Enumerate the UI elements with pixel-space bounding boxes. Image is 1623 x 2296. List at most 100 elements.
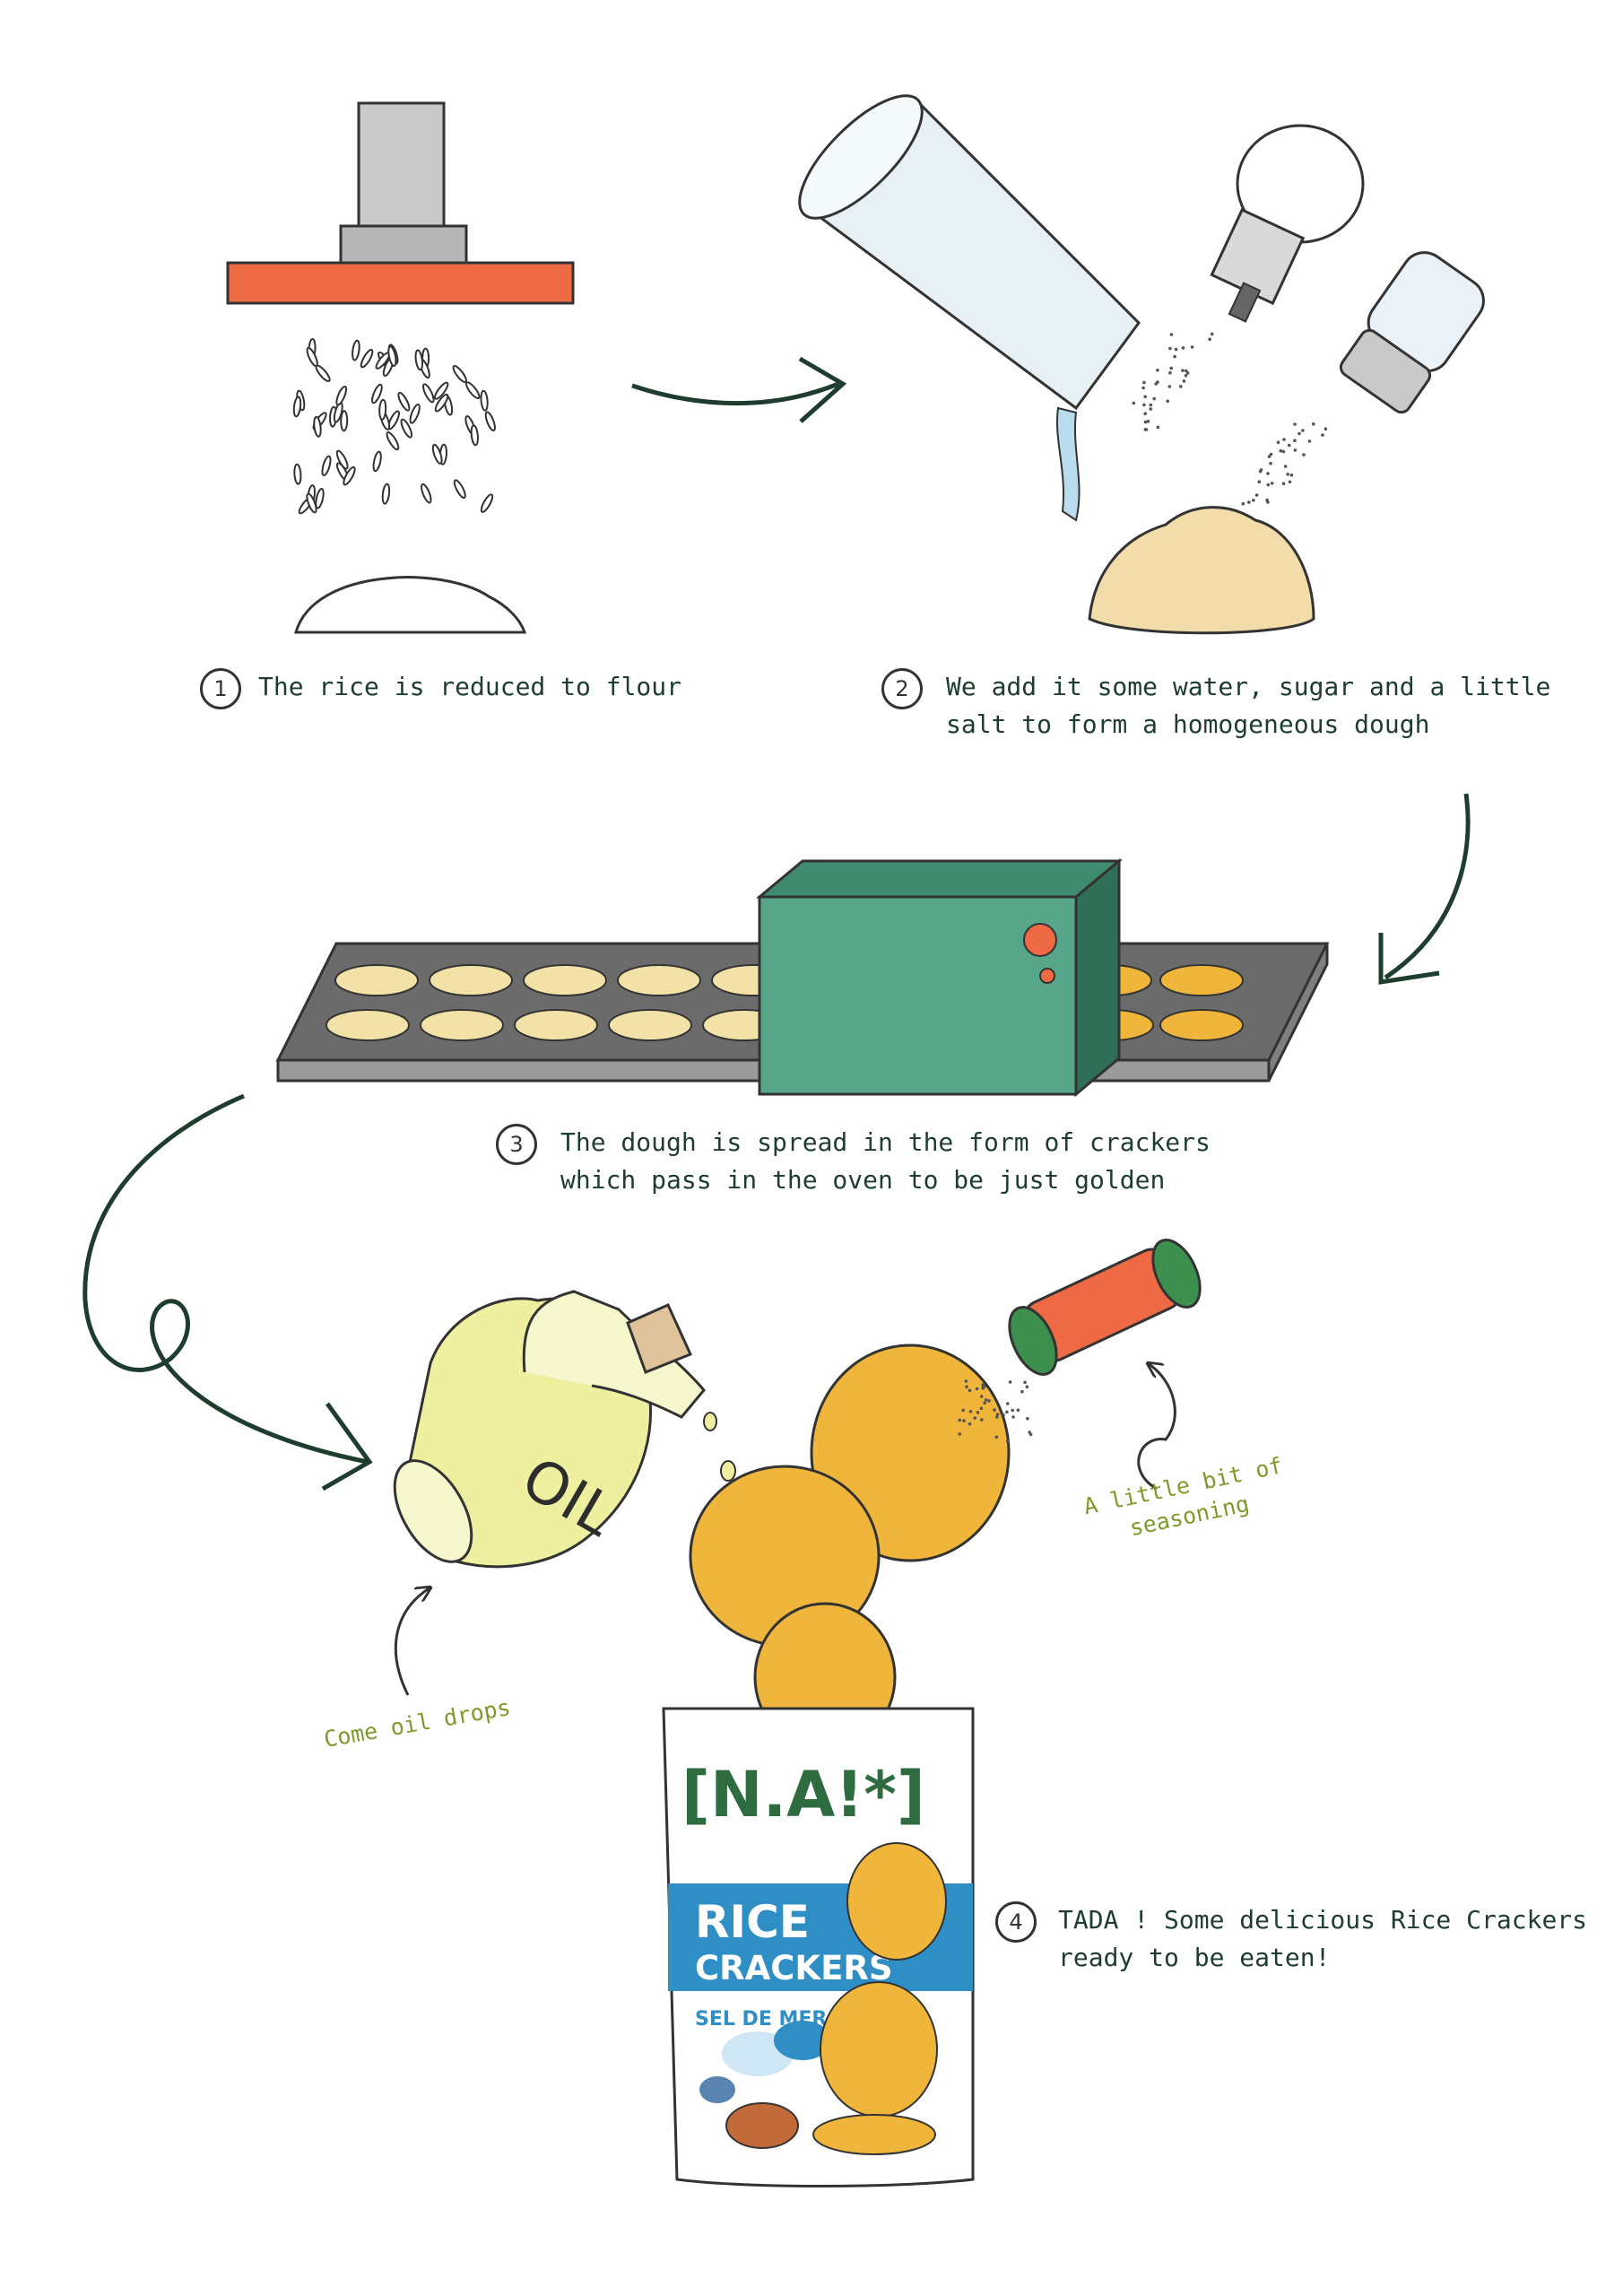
dust-dot (993, 1408, 996, 1412)
cracker-on-belt (1159, 1009, 1244, 1041)
dust-dot (1270, 482, 1274, 485)
cracker-on-belt (334, 964, 419, 996)
dust-dot (1293, 448, 1298, 452)
dust-dot (1266, 472, 1270, 475)
caption-line: ready to be eaten! (1058, 1943, 1331, 1972)
shaker-dust-icon (1132, 332, 1328, 506)
arrow-step1-to-step2 (631, 381, 839, 406)
rice-grain (386, 431, 400, 451)
rice-grain (352, 339, 360, 361)
dust-dot (1143, 395, 1147, 399)
rice-grain (306, 346, 318, 368)
rice-grain (431, 443, 443, 465)
dust-dot (1185, 371, 1190, 375)
rice-cracker-icon (689, 1344, 1011, 1752)
step-number: 2 (881, 668, 923, 709)
rice-grain (397, 391, 411, 412)
dust-dot (1307, 439, 1312, 443)
cracker-on-belt (514, 1009, 598, 1041)
dust-dot (1321, 433, 1324, 437)
dust-dot (995, 1413, 1000, 1416)
dust-dot (976, 1411, 980, 1414)
dust-dot (1265, 498, 1269, 502)
dust-dot (1146, 420, 1150, 423)
rice-grain (372, 450, 382, 473)
dust-dot (1168, 370, 1172, 375)
dust-dot (958, 1418, 962, 1422)
dust-dot (1166, 399, 1169, 404)
rice-grain (381, 483, 391, 505)
rice-grain (480, 389, 489, 412)
dust-dot (1142, 380, 1146, 385)
dust-dot (968, 1422, 972, 1426)
water-glass-icon (798, 94, 1141, 522)
rice-grain (480, 493, 494, 513)
dust-dot (964, 1379, 968, 1383)
caption-line: TADA ! Some delicious Rice Crackers (1058, 1905, 1588, 1935)
dust-dot (1028, 1432, 1033, 1437)
step-caption: The rice is reduced to flour (258, 668, 681, 706)
dust-dot (1144, 428, 1149, 431)
rice-grain (452, 364, 467, 384)
oven-icon (755, 857, 1124, 1098)
dust-dot (1276, 440, 1280, 445)
dust-dot (1252, 499, 1255, 502)
dust-dot (1142, 403, 1146, 407)
dust-dot (1298, 431, 1301, 436)
dust-dot (1269, 452, 1273, 457)
rice-grain (484, 411, 496, 432)
dust-dot (1143, 412, 1147, 416)
dust-dot (1132, 401, 1136, 405)
rice-grain (313, 415, 322, 438)
dust-dot (984, 1398, 988, 1402)
rice-grain (343, 465, 356, 486)
rice-grain (434, 393, 449, 413)
dust-dot (1289, 473, 1294, 477)
dust-dot (1301, 429, 1305, 432)
dust-dot (1168, 346, 1172, 351)
arrow-step2-to-step3 (1384, 793, 1471, 980)
dust-dot (1179, 385, 1183, 388)
caption-line: The rice is reduced to flour (258, 672, 682, 701)
cracker-row (325, 964, 1244, 1041)
dust-dot (1011, 1415, 1015, 1419)
dust-dot (981, 1386, 985, 1389)
dust-dot (1210, 332, 1214, 336)
dust-dot (1266, 483, 1271, 487)
seasoning-dust-icon (958, 1379, 1033, 1444)
dust-dot (1182, 379, 1186, 383)
dust-dot (1006, 1402, 1010, 1405)
dust-dot (1008, 1380, 1012, 1384)
cracker-on-belt (1159, 964, 1244, 996)
press-icon (226, 101, 575, 305)
rice-grain (360, 349, 374, 369)
dust-dot (1247, 500, 1251, 504)
cork-icon (626, 1303, 693, 1374)
sugar-shaker-icon (1210, 124, 1365, 323)
dust-dot (1241, 501, 1245, 506)
dust-dot (1288, 480, 1292, 484)
dust-dot (1025, 1385, 1029, 1389)
dust-dot (1208, 337, 1211, 342)
dust-dot (1169, 333, 1174, 336)
rice-grain (292, 396, 302, 418)
step-caption: We add it some water, sugar and a little… (946, 668, 1550, 744)
cracker-on-belt (420, 1009, 504, 1041)
dust-dot (980, 1418, 984, 1422)
dust-dot (1281, 482, 1286, 485)
dust-dot (1005, 1410, 1009, 1414)
rice-grain (400, 418, 413, 439)
dust-dot (1174, 347, 1178, 352)
rice-grains-icon (292, 338, 496, 515)
cracker-on-belt (523, 964, 607, 996)
dust-dot (1143, 420, 1148, 424)
dust-dot (1190, 345, 1194, 349)
dust-dot (1156, 369, 1159, 372)
package-product-line2: CRACKERS (695, 1949, 893, 1987)
dust-dot (1269, 461, 1272, 465)
rice-grain (470, 424, 479, 447)
rice-grain (340, 410, 349, 432)
dough-pile-icon (1088, 506, 1315, 635)
flour-pile-icon (294, 576, 527, 634)
